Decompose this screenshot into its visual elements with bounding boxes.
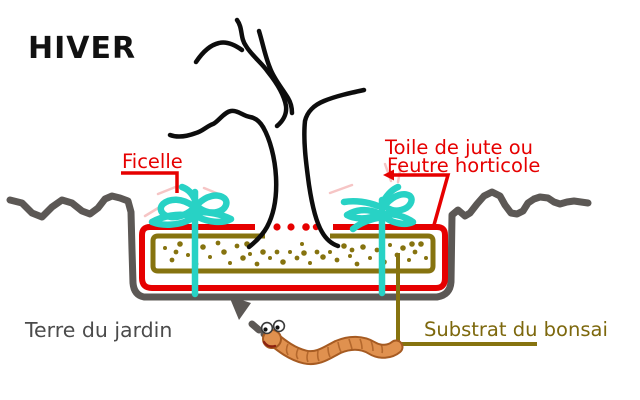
substrate-dots [163,240,428,267]
substrate-dot [341,243,347,249]
branch-mid-left [167,108,266,139]
toile-pointer-arrowhead [383,169,394,181]
substrate-dot [294,255,300,261]
label-substrat-du-bonsai: Substrat du bonsai [424,318,608,341]
substrate-dot [349,247,355,253]
knot-leaf-down-left [349,214,382,233]
substrate-dot [300,242,304,246]
string-left [148,183,235,298]
knot-sprig [178,183,199,204]
label-terre-du-jardin: Terre du jardin [24,318,172,342]
ground-pit-path [6,188,592,301]
arrowhead [229,296,251,320]
worm-illustration [260,319,404,366]
substrate-dot [314,249,320,255]
substrate-dot [374,247,380,253]
tree-drawing [167,17,367,250]
substrate-dot [388,243,392,247]
substrate-dot [301,250,307,256]
burlap-wrap-outline [139,223,448,291]
substrate-dot [221,249,227,255]
worm-mouth [262,340,277,348]
sheen-line [156,184,180,196]
substrate-dot [186,253,190,257]
substrate-outline [150,233,436,274]
label-toile-line2: Feutre horticole [387,154,540,177]
substrate-dot [254,261,260,267]
label-toile-line1: Toile de jute ou [384,136,533,159]
ficelle-pointer-line [121,171,179,193]
substrate-dot [288,250,292,254]
substrate-dot [334,257,340,263]
substrate-dot [424,256,428,260]
page-title: HIVER [28,31,136,66]
substrate-dot [163,246,167,250]
worm-eye [260,321,274,335]
knot-arm-left [340,197,382,210]
substrate-dot [407,258,411,262]
trunk-left-edge [246,124,279,250]
string-right [340,183,417,297]
label-ficelle: Ficelle [122,150,183,173]
burlap-dot [302,223,310,231]
trunk-upper-right-path [256,28,295,116]
substrate-dot [200,244,206,250]
substrate-dot [268,256,272,260]
substrate-dot [280,259,286,265]
knot-leaf-right [194,208,235,226]
substrate-dot [320,254,326,260]
trunk-right-edge-and-branch [302,87,367,249]
worm-pupil [263,327,268,332]
substrate-dot [328,250,332,254]
knot-leaf-right [382,210,417,228]
substrate-dot [177,241,183,247]
substrate-dot [208,255,212,259]
worm-pupil [275,325,280,330]
worm-segments [285,338,384,363]
substrate-dot [368,256,372,260]
knot-leaf-far-left [148,211,195,228]
substrate-dot [354,261,360,267]
substrate-dot [248,252,252,256]
substrate-dot [234,243,240,249]
burlap-dot [273,223,281,231]
substrate-box [150,233,436,274]
substrate-dot [409,241,415,247]
label-pointers [121,169,451,226]
substrate-dot [215,240,221,246]
sheen-line [328,183,354,195]
substrate-dot [240,255,246,261]
substrate-dot [360,244,366,250]
toile-pointer-line [391,173,451,226]
burlap-path [139,224,448,291]
branch-top-left [193,40,245,65]
substrate-dot [274,249,280,255]
trunk-upper-left-path [234,17,289,129]
burlap-dot [287,223,295,231]
arrow-dash [248,320,263,334]
knot-loop-right [381,191,415,214]
substrate-dot [348,254,352,258]
substrate-dot [400,245,406,251]
substrate-dot [260,249,266,255]
substrate-dot [412,249,418,255]
worm-arrow [229,296,270,340]
substrate-dot [228,261,232,265]
substrate-dot [169,257,175,263]
ground-line [6,188,592,301]
substrate-dot [173,249,179,255]
worm-eye [272,319,286,333]
substrate-dot [418,241,424,247]
substrate-dot [308,261,312,265]
worm-body [266,332,402,364]
knot-sprig [378,183,402,208]
